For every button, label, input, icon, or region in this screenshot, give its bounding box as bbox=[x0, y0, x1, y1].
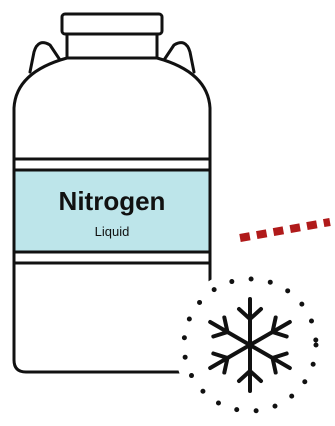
dotted-path bbox=[239, 218, 331, 242]
label-subtitle: Liquid bbox=[95, 224, 130, 239]
dewar-handle-left bbox=[28, 41, 66, 74]
label-title: Nitrogen bbox=[59, 186, 166, 216]
dewar-neck bbox=[65, 32, 159, 60]
snowflake-icon bbox=[208, 297, 292, 393]
dewar-handle-right bbox=[158, 41, 196, 74]
badge-dotted-ring bbox=[181, 276, 319, 414]
red-dash-line bbox=[239, 218, 331, 242]
dewar-label-panel bbox=[12, 168, 212, 254]
snowflake-badge bbox=[174, 269, 326, 421]
dewar-lid-top bbox=[60, 12, 164, 36]
nitrogen-dewar-icon bbox=[12, 12, 212, 374]
